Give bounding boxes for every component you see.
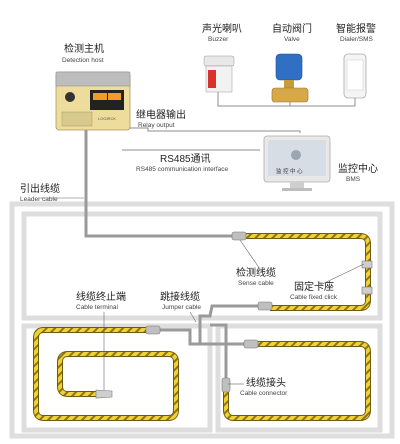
valve-label-en: Valve	[284, 36, 300, 43]
relay-label: 继电器输出	[136, 108, 186, 121]
cable-connector-icon	[221, 377, 231, 393]
cable-connector-icon	[145, 325, 161, 335]
upper-connectors	[231, 231, 373, 311]
pointer-lines	[40, 197, 365, 390]
buzzer-device	[203, 55, 235, 93]
host-label: 检测主机	[64, 42, 104, 55]
cable-connector-icon	[243, 339, 259, 349]
host-digit	[108, 93, 121, 100]
jumper-cable-label: 跳接线缆	[160, 290, 200, 303]
sense-cable-label: 检测线缆	[236, 266, 276, 279]
host-terminal-block	[61, 111, 93, 127]
host-knob-icon	[65, 92, 75, 102]
cable-terminal-icon	[95, 389, 113, 399]
dialer-label: 智能报警	[336, 22, 376, 35]
floor-plan	[9, 201, 395, 439]
relay-label-en: Relay output	[138, 122, 175, 129]
host-label-en: Detection host	[62, 57, 104, 64]
pointer	[189, 311, 197, 323]
dialer-device	[343, 53, 367, 99]
sense-cable-label-en: Sense cable	[238, 280, 274, 287]
sense-cable	[244, 233, 371, 311]
host-top-rail	[55, 71, 131, 87]
host-digit	[93, 93, 107, 100]
valve-body-icon	[271, 87, 309, 103]
buzzer-label-en: Buzzer	[208, 36, 229, 43]
leader-cable-line	[84, 130, 262, 384]
fixed-click-label-en: Cable fixed click	[290, 294, 338, 301]
valve-actuator-icon	[275, 53, 303, 81]
buzzer-light-icon	[208, 70, 216, 88]
cable-clip-icon	[361, 260, 373, 269]
lower-left-room	[21, 323, 213, 433]
leader-cable-label-en: Leader cable	[20, 196, 58, 203]
lower-right-room	[215, 323, 383, 433]
valve-label: 自动阀门	[272, 22, 312, 35]
cable-connector-label: 线缆接头	[246, 376, 286, 389]
upper-room	[21, 211, 383, 321]
detection-host: LOGIRCK	[55, 71, 131, 131]
cable-connector-icon	[257, 301, 273, 311]
cable-clip-icon	[361, 286, 373, 295]
fixed-click-label: 固定卡座	[294, 280, 334, 293]
bms-label-en: BMS	[346, 176, 361, 183]
host-brand: LOGIRCK	[98, 116, 116, 121]
labels: 声光喇叭 Buzzer 自动阀门 Valve 智能报警 Dialer/SMS 检…	[20, 22, 378, 397]
cable-terminal-label: 线缆终止端	[76, 290, 126, 303]
monitor-screen-text: 监 控 中 心	[276, 167, 303, 175]
cable-terminal-label-en: Cable terminal	[76, 304, 118, 311]
rs485-label: RS485通讯	[160, 153, 211, 165]
buzzer-label: 声光喇叭	[202, 22, 242, 35]
pointer	[317, 263, 365, 287]
bms-label: 监控中心	[338, 162, 378, 175]
jumper-cable-label-en: Jumper cable	[162, 304, 201, 311]
dialer-label-en: Dialer/SMS	[340, 36, 374, 43]
cable-connector-label-en: Cable connector	[240, 390, 288, 397]
cable-connector-icon	[231, 231, 247, 241]
leader-cable-label: 引出线缆	[20, 182, 60, 195]
valve-device	[271, 53, 309, 103]
person-icon	[291, 150, 301, 160]
bms-monitor: 监 控 中 心	[263, 135, 331, 191]
lower-left-sense-cable	[33, 325, 179, 421]
device-bus-wire	[217, 92, 355, 107]
lower-right-sense-cable	[221, 339, 371, 421]
outer-wall	[9, 201, 395, 439]
pointer	[239, 239, 263, 273]
rs485-label-en: RS485 communication interface	[136, 166, 229, 173]
